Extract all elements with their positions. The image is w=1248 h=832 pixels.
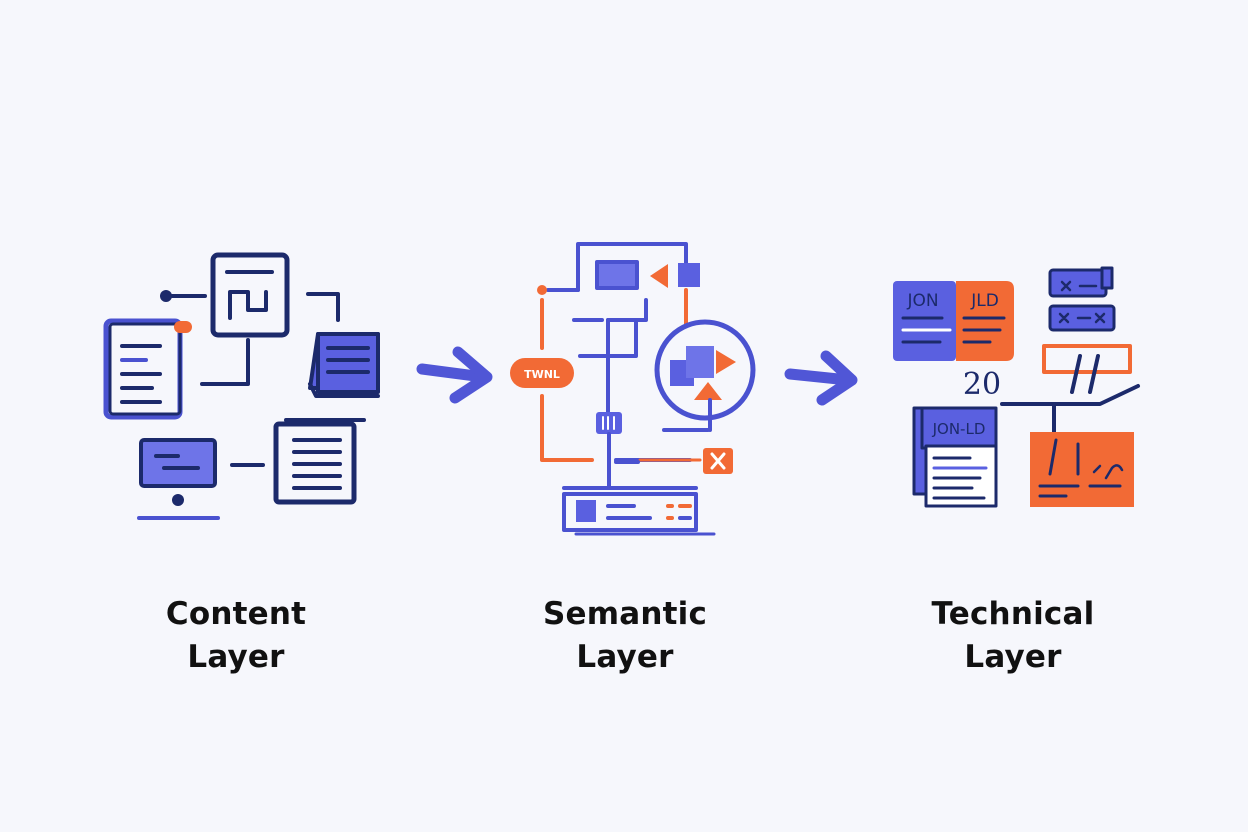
semantic-layer-subtitle: Layer [576, 639, 674, 675]
semantic-graph-icon: TWNL [510, 242, 756, 536]
technical-layer-title: Technical [931, 596, 1095, 632]
content-layer-caption: Content Layer [76, 593, 396, 679]
technical-layer-caption: Technical Layer [853, 593, 1173, 679]
content-layer-subtitle: Layer [187, 639, 285, 675]
arrow-right-icon [416, 346, 493, 404]
semantic-layer-caption: Semantic Layer [465, 593, 785, 679]
semantic-layer-title: Semantic [542, 596, 708, 632]
json-card-right-label: JLD [970, 291, 999, 311]
pill-label: TWNL [524, 368, 560, 381]
content-layer-title: Content [165, 596, 307, 632]
jsonld-card-label: JON-LD [932, 420, 986, 438]
schema-number: 20 [963, 367, 1001, 402]
arrow-right-icon [784, 350, 858, 406]
technical-schema-icon: JON JLD 20 JON-LD [893, 266, 1140, 508]
content-network-icon [103, 252, 380, 520]
json-card-left-label: JON [906, 291, 938, 311]
technical-layer-subtitle: Layer [964, 639, 1062, 675]
